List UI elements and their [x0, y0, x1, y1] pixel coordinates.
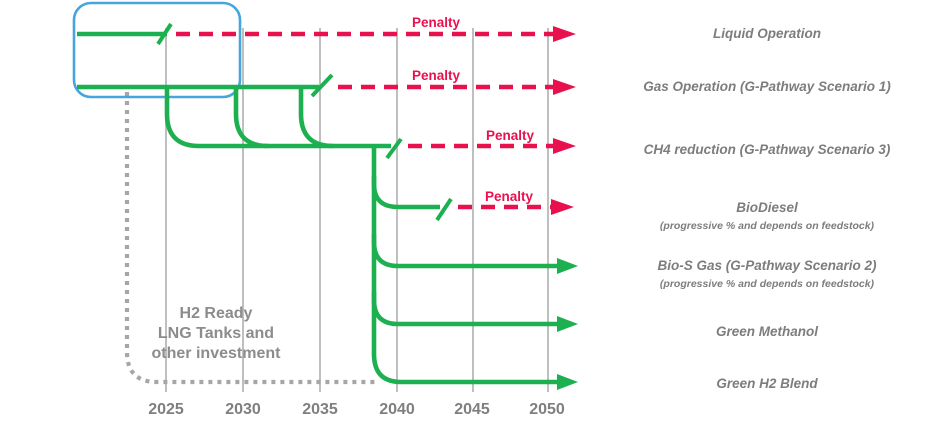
investment-note-line-1: H2 Ready — [180, 305, 253, 322]
penalty-lines — [176, 26, 576, 215]
pathway-sublabel-bio-s-gas: (progressive % and depends on feedstock) — [660, 278, 875, 290]
transition-tick-icon — [385, 137, 403, 160]
arrow-right-icon — [553, 138, 576, 154]
pathway-label-ch4-reduction: CH4 reduction (G-Pathway Scenario 3) — [644, 142, 891, 157]
arrow-right-icon — [557, 316, 578, 332]
pathway-labels: Liquid Operation Gas Operation (G-Pathwa… — [643, 26, 891, 391]
branch-drop-2029 — [233, 87, 269, 149]
arrow-right-icon — [551, 199, 574, 215]
biodiesel-line — [371, 176, 440, 210]
investment-note: H2 Ready LNG Tanks and other investment — [152, 305, 282, 362]
green-h2-blend-line — [371, 146, 559, 385]
investment-dotted-path — [124, 92, 379, 385]
investment-note-line-3: other investment — [152, 345, 282, 362]
penalty-label-gas: Penalty — [412, 68, 461, 83]
year-label-2045: 2045 — [454, 401, 490, 418]
pathway-label-green-methanol: Green Methanol — [716, 324, 818, 339]
green-pathways — [77, 31, 578, 390]
arrow-right-icon — [553, 79, 576, 95]
transition-tick-icon — [156, 22, 173, 46]
pathway-sublabel-biodiesel: (progressive % and depends on feedstock) — [660, 220, 875, 232]
branch-drop-2034 — [298, 87, 334, 149]
pathway-label-gas-operation: Gas Operation (G-Pathway Scenario 1) — [643, 79, 891, 94]
penalty-label-liquid: Penalty — [412, 15, 461, 30]
current-operations-box — [72, 1, 242, 99]
pathway-label-green-h2-blend: Green H2 Blend — [716, 376, 818, 391]
arrow-right-icon — [557, 258, 578, 274]
pathway-label-biodiesel: BioDiesel — [736, 200, 798, 215]
transition-ticks — [156, 22, 453, 222]
transition-tick-icon — [435, 197, 453, 222]
green-methanol-line — [371, 292, 559, 327]
arrow-right-icon — [553, 26, 576, 42]
branch-drop-2025 — [164, 87, 200, 149]
investment-note-line-2: LNG Tanks and — [158, 325, 274, 342]
penalty-label-ch4: Penalty — [486, 128, 535, 143]
year-label-2040: 2040 — [379, 401, 415, 418]
arrow-right-icon — [557, 374, 578, 390]
year-label-2050: 2050 — [529, 401, 565, 418]
pathway-label-liquid-operation: Liquid Operation — [713, 26, 821, 41]
year-label-2025: 2025 — [148, 401, 184, 418]
penalty-label-biodiesel: Penalty — [485, 189, 534, 204]
year-axis: 2025 2030 2035 2040 2045 2050 — [148, 401, 565, 418]
transition-tick-icon — [310, 73, 334, 98]
pathway-label-bio-s-gas: Bio-S Gas (G-Pathway Scenario 2) — [657, 258, 877, 273]
year-label-2030: 2030 — [225, 401, 261, 418]
year-label-2035: 2035 — [302, 401, 338, 418]
bio-s-gas-line — [371, 234, 559, 269]
